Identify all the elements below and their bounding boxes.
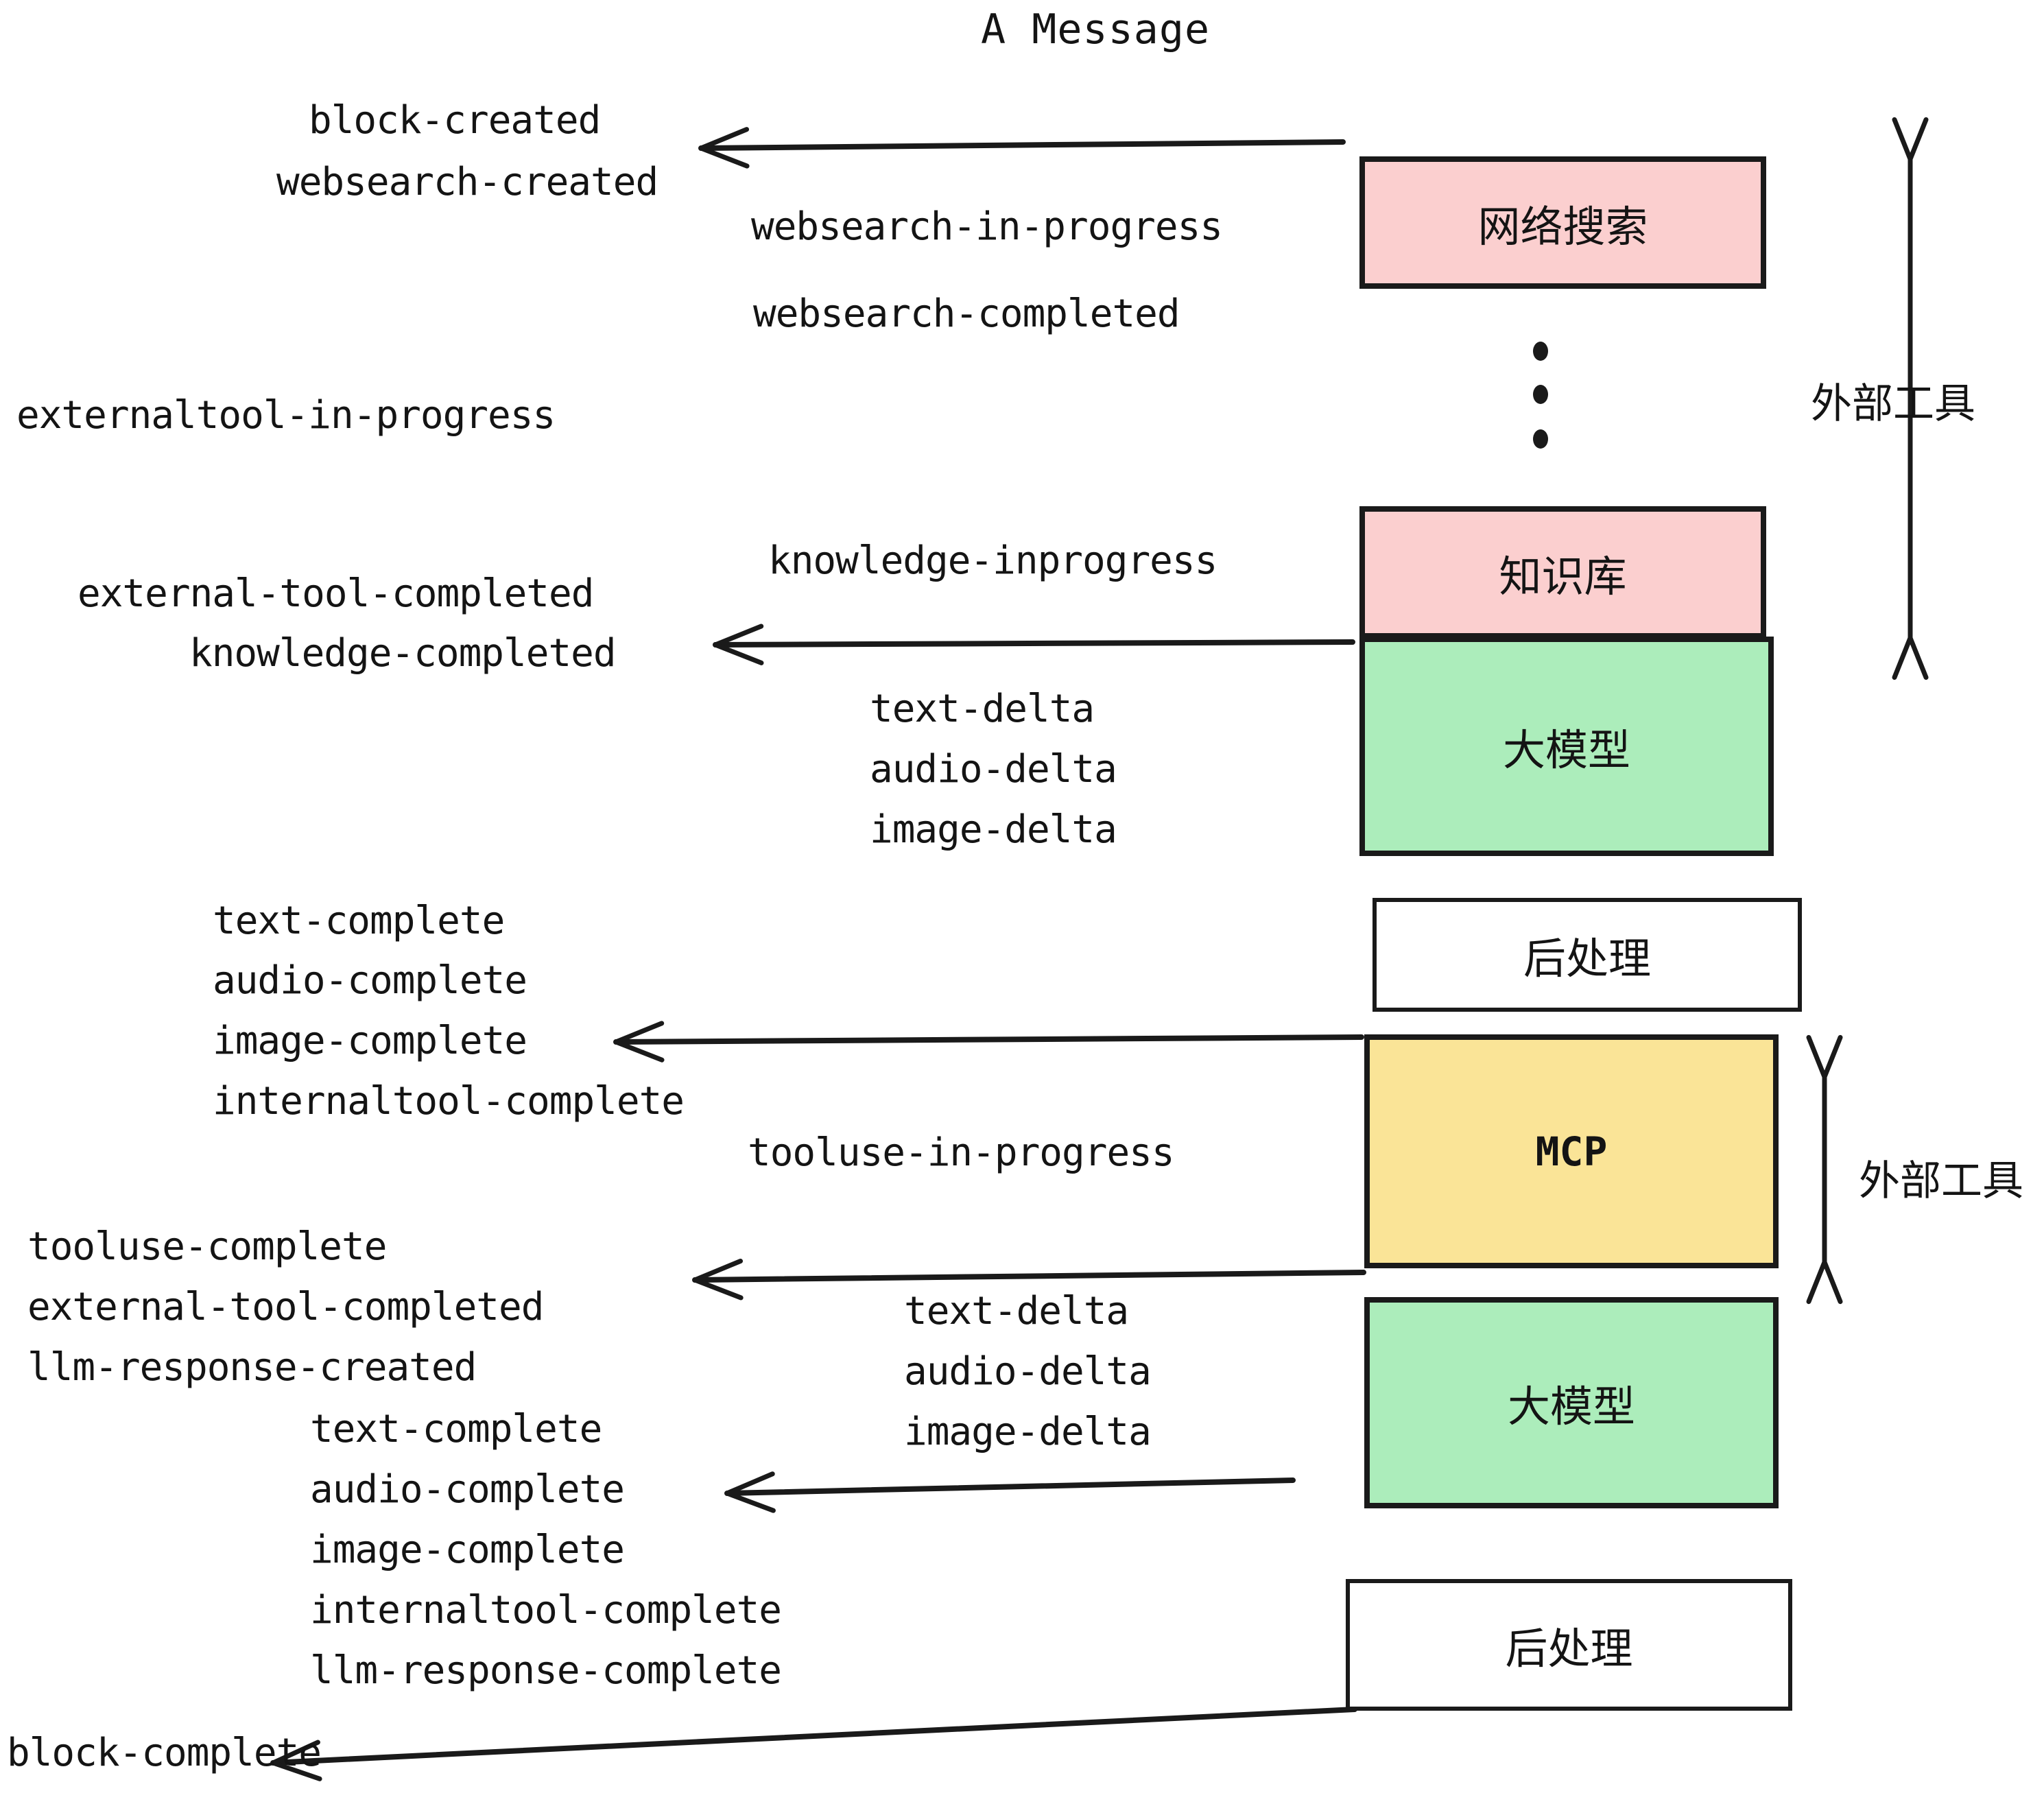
block-complete-arrow-head-0 <box>270 1740 320 1766</box>
event-label: text-complete <box>310 1407 602 1451</box>
external-tool-top-up-head-0 <box>1892 117 1913 162</box>
tooluse-complete-arrow-head-0 <box>692 1259 744 1283</box>
block-created-arrow-head-1 <box>698 145 750 169</box>
external-tool-bottom-up-head-1 <box>1822 1034 1843 1080</box>
block-created-arrow-head-0 <box>698 127 750 151</box>
block-created-arrow <box>698 127 1346 169</box>
event-label: websearch-created <box>276 160 658 204</box>
box-llm-top <box>1359 637 1774 856</box>
event-label: audio-complete <box>310 1467 625 1512</box>
event-label: audio-complete <box>213 958 527 1003</box>
ellipsis-dot-1 <box>1533 342 1548 361</box>
knowledge-completed-arrow <box>713 624 1355 665</box>
knowledge-completed-arrow-head-1 <box>713 642 764 665</box>
image-complete-arrow-head-1 <box>613 1039 665 1063</box>
event-label: image-complete <box>310 1528 625 1572</box>
ellipsis-dots-group <box>1533 342 1548 449</box>
event-label: block-created <box>309 98 601 143</box>
image-complete-arrow-head-0 <box>613 1021 665 1045</box>
event-label: external-tool-completed <box>78 571 594 616</box>
event-label: internaltool-complete <box>213 1079 685 1124</box>
event-label: text-complete <box>213 899 505 943</box>
event-label: image-complete <box>213 1019 527 1063</box>
event-label: image-delta <box>904 1410 1152 1454</box>
external-tool-bottom-down-head-0 <box>1822 1259 1843 1305</box>
event-label: websearch-in-progress <box>751 204 1223 249</box>
event-label: tooluse-complete <box>27 1224 387 1269</box>
audio-complete-arrow-head-1 <box>724 1491 776 1513</box>
arrow-group <box>270 127 1366 1781</box>
ellipsis-dot-3 <box>1533 429 1548 449</box>
event-label: internaltool-complete <box>310 1588 782 1633</box>
event-label: block-complete <box>7 1731 322 1775</box>
external-tool-top-up-head-1 <box>1908 117 1929 162</box>
image-complete-arrow-shaft <box>613 1034 1364 1045</box>
event-label: llm-response-created <box>27 1345 477 1390</box>
event-label: image-delta <box>870 807 1117 852</box>
event-label: knowledge-completed <box>189 631 617 676</box>
side-marker-group <box>1806 117 1929 1305</box>
block-complete-arrow-shaft <box>270 1707 1357 1766</box>
external-tool-bottom-down-head-1 <box>1806 1259 1827 1305</box>
audio-complete-arrow <box>724 1471 1296 1513</box>
side-label-external-tool-bottom: 外部工具 <box>1859 1157 2023 1205</box>
knowledge-completed-arrow-shaft <box>713 639 1355 648</box>
external-tool-top-arrow <box>1892 117 1929 680</box>
tooluse-complete-arrow-head-1 <box>692 1277 744 1301</box>
block-created-arrow-shaft <box>698 139 1346 151</box>
external-tool-top-down-head-1 <box>1892 635 1913 680</box>
event-label: knowledge-inprogress <box>768 538 1217 583</box>
external-tool-top-down-head-0 <box>1908 635 1929 680</box>
event-label: websearch-completed <box>753 292 1180 336</box>
audio-complete-arrow-head-0 <box>724 1471 775 1496</box>
box-knowledge <box>1359 506 1766 639</box>
page-title: A Message <box>981 5 1211 54</box>
box-postprocess-bottom <box>1346 1579 1792 1711</box>
side-label-external-tool-top: 外部工具 <box>1811 380 1975 428</box>
block-complete-arrow-head-1 <box>270 1760 322 1781</box>
event-label: audio-delta <box>904 1349 1152 1394</box>
event-label: text-delta <box>870 687 1095 731</box>
event-label: audio-delta <box>870 747 1117 792</box>
event-label: text-delta <box>904 1289 1129 1333</box>
audio-complete-arrow-shaft <box>724 1477 1296 1496</box>
block-complete-arrow <box>270 1707 1357 1781</box>
tooluse-complete-arrow <box>692 1259 1366 1301</box>
box-postprocess-top <box>1372 898 1802 1012</box>
box-mcp <box>1364 1034 1779 1268</box>
event-label: llm-response-complete <box>310 1648 782 1693</box>
external-tool-bottom-arrow <box>1806 1034 1843 1305</box>
box-websearch <box>1359 156 1766 289</box>
ellipsis-dot-2 <box>1533 385 1548 404</box>
image-complete-arrow <box>613 1021 1364 1063</box>
tooluse-complete-arrow-shaft <box>692 1270 1366 1283</box>
box-group <box>1346 156 1802 1711</box>
event-label: tooluse-in-progress <box>748 1130 1175 1175</box>
event-label: externaltool-in-progress <box>16 393 556 438</box>
external-tool-bottom-up-head-0 <box>1806 1034 1827 1080</box>
knowledge-completed-arrow-head-0 <box>713 624 764 648</box>
box-llm-bottom <box>1364 1297 1779 1508</box>
event-label: external-tool-completed <box>27 1285 544 1329</box>
